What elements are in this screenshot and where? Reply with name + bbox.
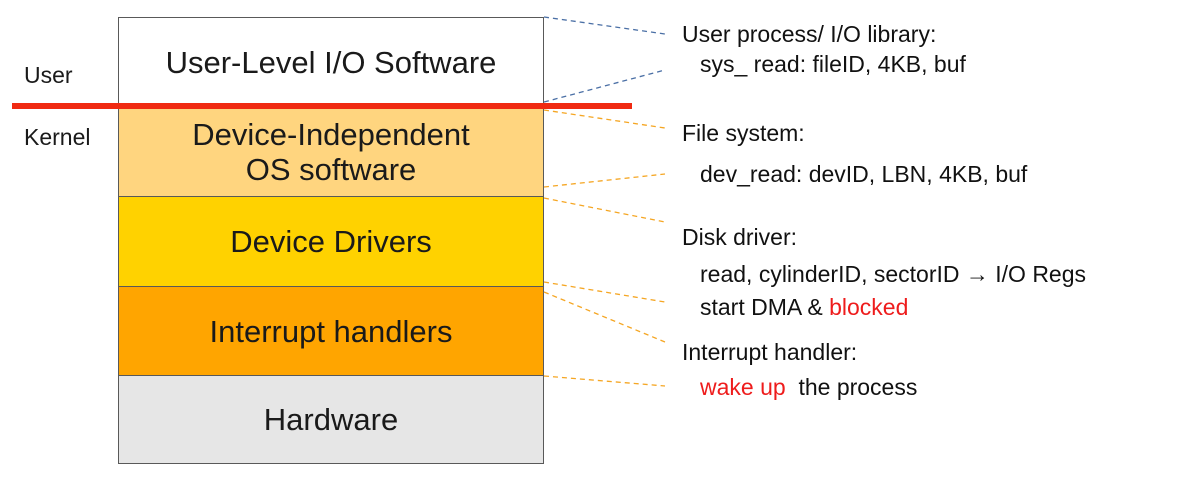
wake-up-highlight: wake up: [700, 374, 786, 400]
layer-label: User-Level I/O Software: [165, 44, 497, 80]
annotation-heading: Disk driver:: [682, 224, 798, 250]
layer-interrupt-handlers: Interrupt handlers: [119, 287, 543, 376]
annotation-heading: User process/ I/O library:: [682, 21, 937, 47]
annotation-heading: Interrupt handler:: [682, 339, 858, 365]
annotation-disk-driver: Disk driver: read, cylinderID, sectorID …: [682, 222, 1086, 322]
connector-driver-top: [543, 197, 666, 223]
layer-label-line2: OS software: [245, 151, 417, 187]
annotation-interrupt-handler: Interrupt handler: wake up the process: [682, 337, 917, 402]
user-space-label: User: [24, 62, 73, 88]
annotation-detail-2: start DMA & blocked: [682, 292, 1086, 322]
kernel-space-label: Kernel: [24, 124, 91, 150]
layer-label: Device Drivers: [230, 224, 432, 259]
layer-hardware: Hardware: [119, 376, 543, 463]
annotation-detail: dev_read: devID, LBN, 4KB, buf: [700, 161, 1028, 187]
annotation-text: the process: [785, 374, 918, 400]
layer-label: Device-Independent: [192, 116, 470, 152]
layer-label: Hardware: [263, 402, 399, 437]
layer-device-drivers: Device Drivers: [119, 197, 543, 287]
blocked-highlight: blocked: [829, 294, 909, 320]
io-layer-stack: User-Level I/O Software Device-Independe…: [118, 17, 544, 464]
layer-label: Interrupt handlers: [209, 313, 453, 349]
connector-interrupt-bottom: [543, 375, 666, 387]
annotation-user-process: User process/ I/O library: sys_ read: fi…: [682, 19, 966, 79]
connector-interrupt-top: [543, 291, 666, 343]
connector-user-bottom: [543, 69, 666, 103]
user-kernel-boundary-line: [12, 103, 632, 109]
layer-device-independent-os-software: Device-Independent OS software: [119, 107, 543, 197]
connector-fs-top: [543, 109, 666, 129]
annotation-text: start DMA &: [700, 294, 830, 320]
annotation-detail: read, cylinderID, sectorID → I/O Regs: [700, 261, 1087, 287]
annotation-file-system: File system: dev_read: devID, LBN, 4KB, …: [682, 118, 1027, 189]
annotation-detail: wake up the process: [682, 372, 917, 402]
connector-user-top: [543, 16, 666, 35]
annotation-heading: File system:: [682, 120, 805, 146]
connector-fs-bottom: [543, 173, 666, 188]
annotation-detail: sys_ read: fileID, 4KB, buf: [700, 51, 966, 77]
connector-driver-bottom: [543, 281, 666, 303]
layer-user-level-io-software: User-Level I/O Software: [119, 18, 543, 107]
